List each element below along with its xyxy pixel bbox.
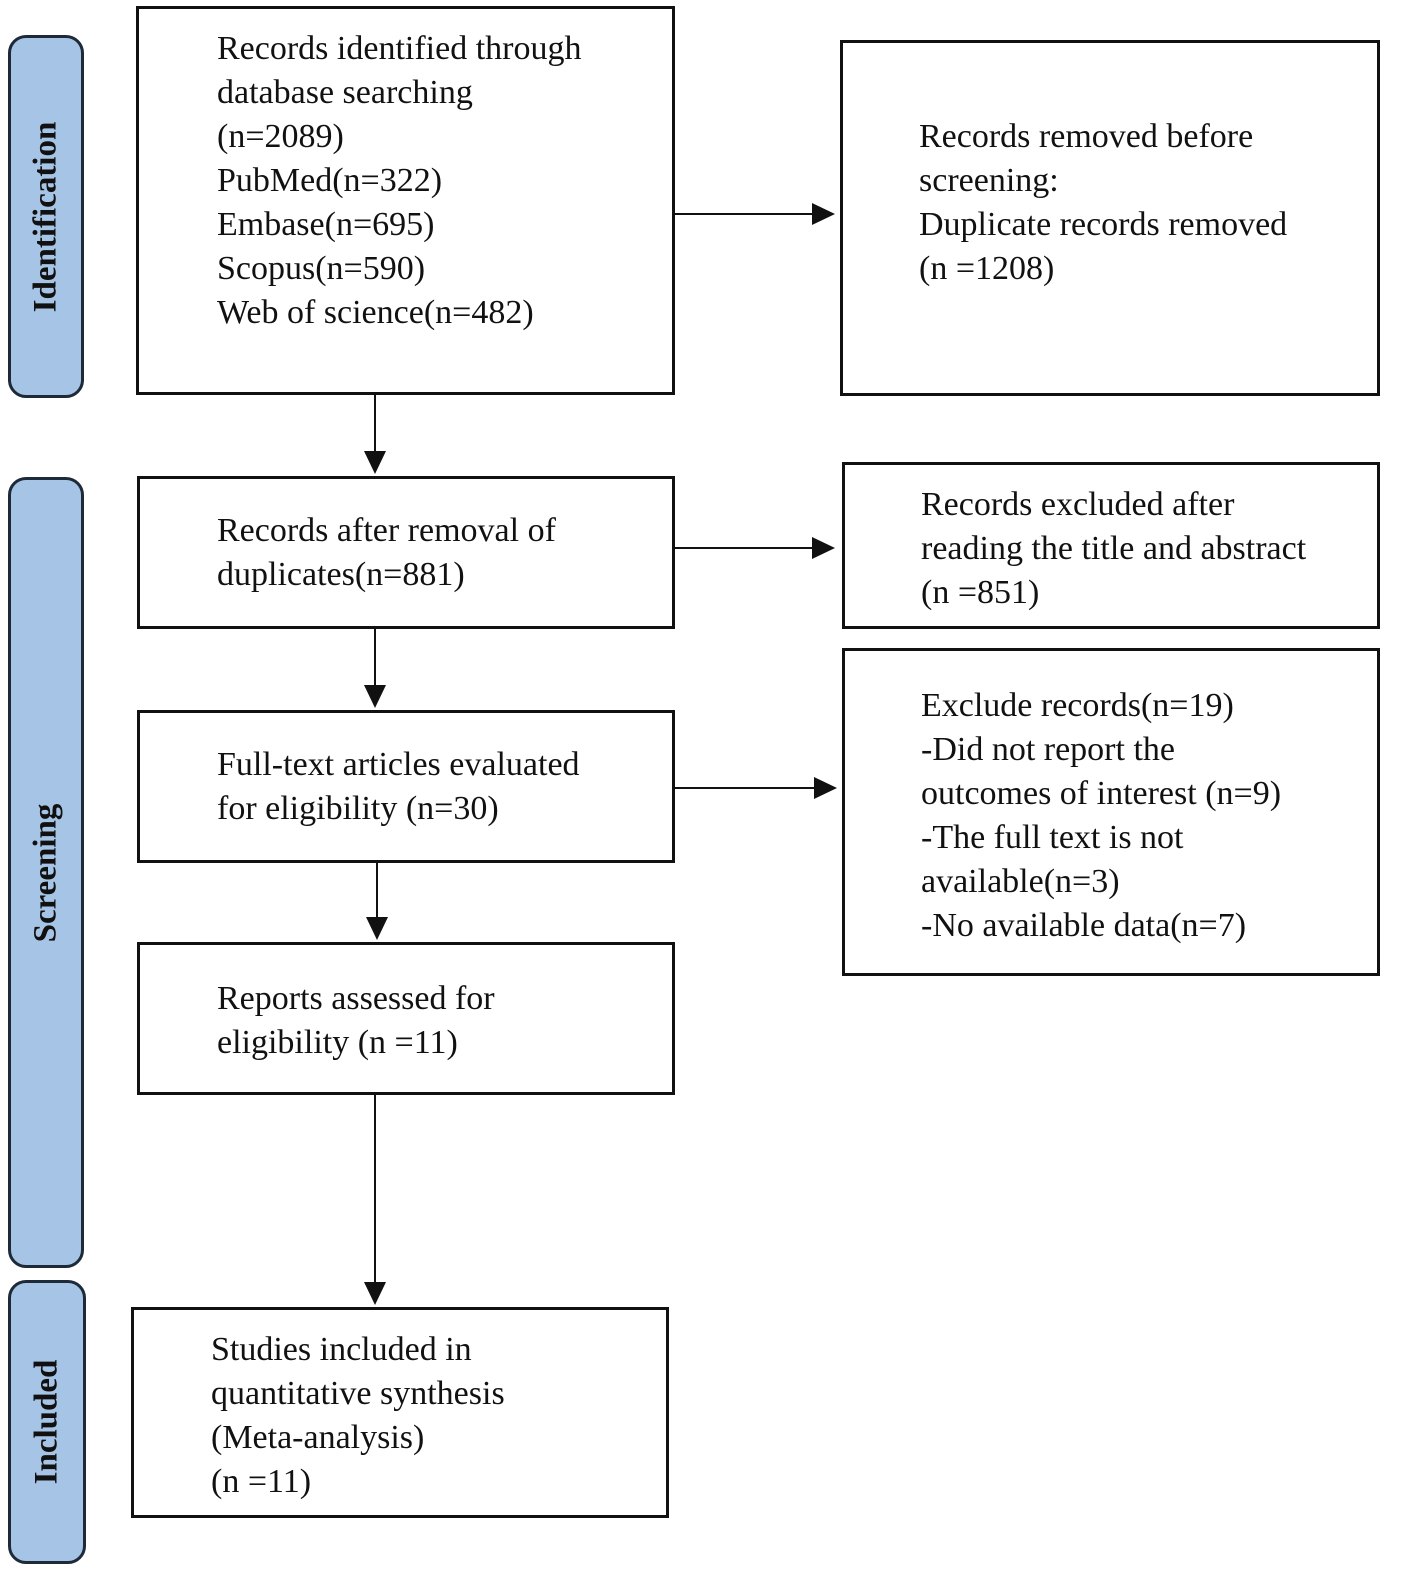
box-full-text-articles: Full-text articles evaluated for eligibi… <box>137 710 675 863</box>
box-records-removed-text: Records removed before screening: Duplic… <box>919 115 1287 291</box>
text-line: (Meta-analysis) <box>211 1419 425 1456</box>
box-records-removed-before-screening: Records removed before screening: Duplic… <box>840 40 1380 396</box>
box-excluded-title-abstract-text: Records excluded after reading the title… <box>921 483 1306 615</box>
text-line: Web of science(n=482) <box>217 294 534 331</box>
phase-included: Included <box>8 1280 86 1564</box>
box-records-after-duplicates: Records after removal of duplicates(n=88… <box>137 476 675 629</box>
box-after-duplicates-text: Records after removal of duplicates(n=88… <box>217 509 556 597</box>
box-records-excluded-title-abstract: Records excluded after reading the title… <box>842 462 1380 629</box>
text-line: (n =851) <box>921 574 1040 611</box>
text-line: for eligibility (n=30) <box>217 790 499 827</box>
text-line: reading the title and abstract <box>921 530 1307 567</box>
phase-screening: Screening <box>8 477 84 1268</box>
arrowhead <box>364 1282 386 1305</box>
text-line: (n=2089) <box>217 118 344 155</box>
text-line: Records excluded after <box>921 486 1235 523</box>
text-line: screening: <box>919 162 1059 199</box>
box-exclude-records: Exclude records(n=19) -Did not report th… <box>842 648 1380 976</box>
text-line: Records removed before <box>919 118 1254 155</box>
arrowhead <box>812 203 835 225</box>
text-line: eligibility (n =11) <box>217 1024 458 1061</box>
text-line: Scopus(n=590) <box>217 250 426 287</box>
arrowhead <box>814 777 837 799</box>
text-line: Records after removal of <box>217 512 556 549</box>
text-line: Embase(n=695) <box>217 206 435 243</box>
text-line: Exclude records(n=19) <box>921 687 1234 724</box>
phase-identification: Identification <box>8 35 84 398</box>
text-line: Duplicate records removed <box>919 206 1288 243</box>
text-line: Studies included in <box>211 1331 472 1368</box>
text-line: Full-text articles evaluated <box>217 746 580 783</box>
box-full-text-text: Full-text articles evaluated for eligibi… <box>217 743 580 831</box>
text-line: (n =11) <box>211 1463 312 1500</box>
text-line: duplicates(n=881) <box>217 556 465 593</box>
text-line: -Did not report the <box>921 731 1175 768</box>
box-reports-assessed: Reports assessed for eligibility (n =11) <box>137 942 675 1095</box>
box-reports-assessed-text: Reports assessed for eligibility (n =11) <box>217 977 495 1065</box>
box-records-identified-text: Records identified through database sear… <box>217 27 581 335</box>
box-studies-included-text: Studies included in quantitative synthes… <box>211 1328 505 1504</box>
text-line: database searching <box>217 74 473 111</box>
arrowhead <box>366 917 388 940</box>
text-line: available(n=3) <box>921 863 1120 900</box>
arrowhead <box>812 537 835 559</box>
text-line: Records identified through <box>217 30 582 67</box>
text-line: quantitative synthesis <box>211 1375 505 1412</box>
text-line: outcomes of interest (n=9) <box>921 775 1282 812</box>
text-line: (n =1208) <box>919 250 1055 287</box>
box-records-identified: Records identified through database sear… <box>136 6 675 395</box>
box-exclude-records-text: Exclude records(n=19) -Did not report th… <box>921 684 1281 948</box>
text-line: Reports assessed for <box>217 980 495 1017</box>
arrowhead <box>364 451 386 474</box>
box-studies-included: Studies included in quantitative synthes… <box>131 1307 669 1518</box>
arrowhead <box>364 685 386 708</box>
text-line: PubMed(n=322) <box>217 162 443 199</box>
text-line: -No available data(n=7) <box>921 907 1247 944</box>
text-line: -The full text is not <box>921 819 1184 856</box>
